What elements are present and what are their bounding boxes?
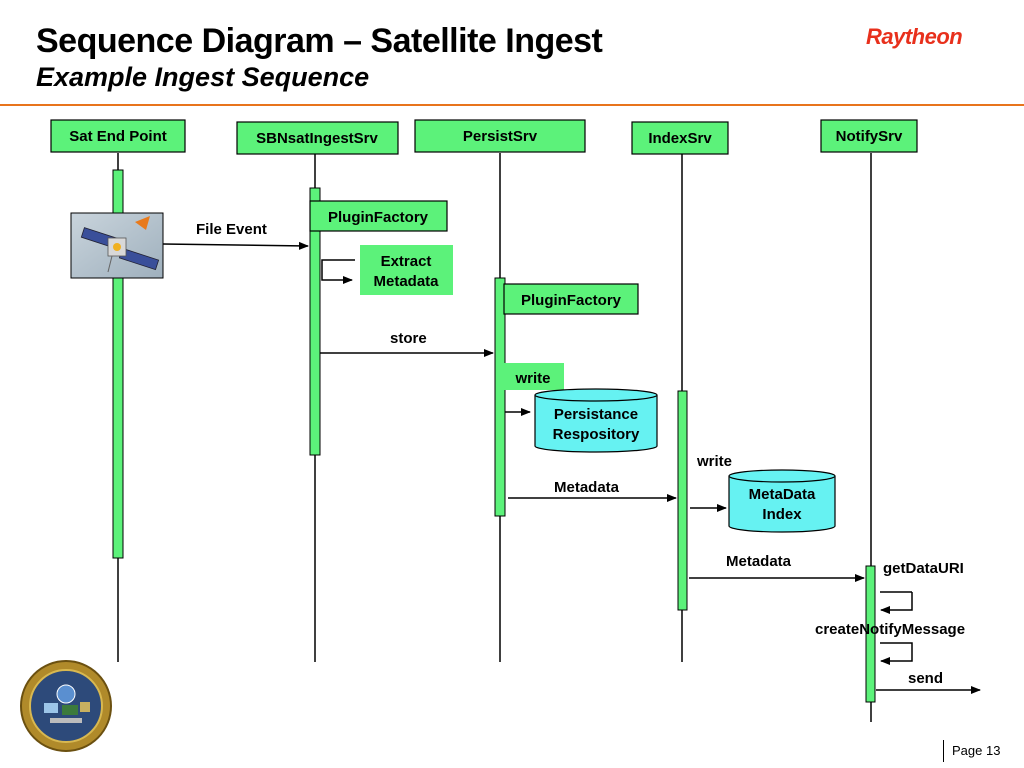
activation-bar [494, 277, 506, 517]
lifeline-label: PersistSrv [463, 128, 538, 145]
message-label-file-event: File Event [196, 221, 267, 238]
lifeline-headers: Sat End Point SBNsatIngestSrv PersistSrv… [50, 119, 918, 155]
satellite-image [70, 212, 164, 279]
action-label-line-1: Extract [381, 253, 432, 270]
extract-metadata-box: Extract Metadata [360, 245, 453, 295]
lifeline-persistsrv: PersistSrv [414, 119, 586, 153]
write-box: write [503, 363, 564, 390]
pluginfactory-box-2: PluginFactory [503, 283, 639, 315]
action-label: PluginFactory [328, 209, 429, 226]
activation-bar [677, 390, 688, 611]
activation-bar [309, 187, 321, 456]
metadata-index-store: MetaData Index [728, 469, 836, 533]
message-label-metadata-2: Metadata [726, 553, 792, 570]
arrow-extract-self [321, 259, 355, 284]
persistance-repository-store: Persistance Respository [534, 388, 658, 453]
message-labels: File Event store write Metadata Metadata… [196, 221, 965, 687]
store-label-line-2: Index [762, 506, 802, 523]
data-stores: Persistance Respository MetaData Index [534, 388, 836, 533]
message-label-send: send [908, 670, 943, 687]
arrow-file-event [162, 241, 309, 250]
page-subtitle: Example Ingest Sequence [36, 62, 370, 92]
action-label: write [514, 370, 550, 387]
activation-bar [112, 169, 124, 559]
brand-logo: Raytheon [866, 24, 963, 49]
lifeline-label: NotifySrv [836, 128, 903, 145]
store-label-line-1: MetaData [749, 486, 816, 503]
message-label-metadata-1: Metadata [554, 479, 620, 496]
arrow-getdatauri-self [880, 592, 913, 614]
activation-bar [865, 565, 876, 703]
lifeline-sat-end-point: Sat End Point [50, 119, 186, 153]
page-number: Page 13 [952, 743, 1001, 758]
arrow-createnotify-self [880, 642, 913, 665]
lifeline-label: IndexSrv [648, 130, 712, 147]
message-label-createnotifymessage: createNotifyMessage [815, 621, 965, 638]
header-divider [0, 104, 1024, 106]
raytheon-awips-team-seal-icon [20, 660, 112, 752]
message-label-write: write [696, 453, 732, 470]
message-label-store: store [390, 330, 427, 347]
action-label-line-2: Metadata [373, 273, 439, 290]
store-label-line-2: Respository [553, 426, 640, 443]
lifeline-sbnsatingestsrv: SBNsatIngestSrv [236, 121, 399, 155]
lifeline-label: SBNsatIngestSrv [256, 130, 378, 147]
page-divider [943, 740, 944, 762]
lifeline-notifysrv: NotifySrv [820, 119, 918, 153]
store-label-line-1: Persistance [554, 406, 638, 423]
activation-bars [112, 169, 876, 703]
message-label-getdatauri: getDataURI [883, 560, 964, 577]
page-title: Sequence Diagram – Satellite Ingest [36, 22, 603, 60]
lifeline-label: Sat End Point [69, 128, 167, 145]
action-boxes: PluginFactory Extract Metadata PluginFac… [309, 200, 639, 390]
message-arrows [162, 241, 981, 694]
pluginfactory-box-1: PluginFactory [309, 200, 448, 232]
action-label: PluginFactory [521, 292, 622, 309]
lifeline-indexsrv: IndexSrv [631, 121, 729, 155]
